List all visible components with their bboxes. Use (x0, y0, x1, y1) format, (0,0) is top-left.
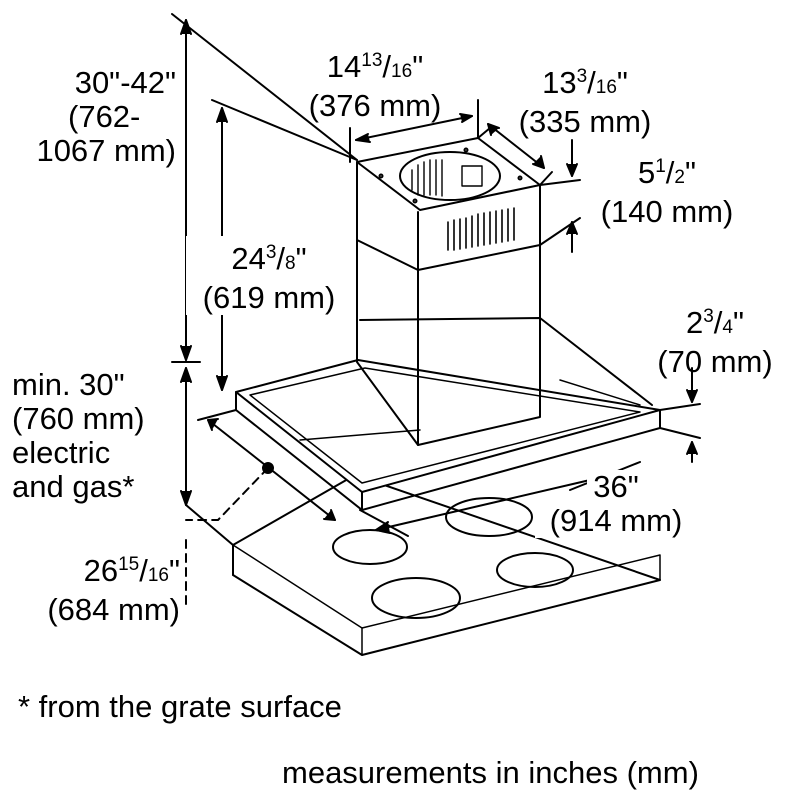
chimney-height-mm: (619 mm) (202, 280, 336, 315)
hood-width-inches: 36" (587, 470, 645, 504)
min-clearance-electric: electric (12, 435, 111, 470)
canopy-height-mm: (70 mm) (657, 344, 773, 379)
canopy-height-num: 3 (703, 306, 714, 327)
vent-height-den: 2 (674, 167, 685, 188)
min-clearance-gas: and gas* (12, 469, 135, 504)
min-clearance-dimension (180, 367, 274, 611)
grate-reference-point (262, 462, 274, 474)
vent-height-mm: (140 mm) (600, 194, 734, 229)
hood-canopy (235, 317, 661, 511)
chimney-height-label: 243/8" (619 mm) (186, 236, 352, 315)
vent-grille (447, 207, 515, 251)
duct-depth-whole: 13 (542, 65, 577, 100)
duct-width-dimension (349, 99, 479, 163)
cooktop (232, 474, 661, 656)
duct-width-num: 13 (361, 50, 383, 71)
grate-footnote: * from the grate surface (18, 689, 342, 724)
chimney-height-num: 3 (265, 242, 277, 263)
burner (445, 497, 533, 537)
canopy-height-den: 4 (722, 317, 733, 338)
chimney-height-whole: 24 (231, 241, 266, 276)
duct-width-den: 16 (391, 61, 413, 82)
duct-depth-label: 133/16" (335 mm) (500, 60, 670, 139)
duct-depth-mm: (335 mm) (518, 104, 652, 139)
ceiling-reference-line (171, 13, 358, 161)
vent-height-label: 51/2" (140 mm) (584, 150, 750, 229)
burner (496, 552, 574, 588)
duct-opening (399, 151, 501, 201)
units-note: measurements in inches (mm) (282, 755, 699, 790)
canopy-height-dimension (659, 367, 701, 463)
min-clearance-inches: min. 30" (12, 367, 125, 402)
hood-width-label: 36" (914 mm) (535, 470, 697, 538)
ceiling-range-mm-end: 1067 mm) (36, 133, 176, 168)
min-clearance-label: min. 30" (760 mm) electric and gas* (12, 368, 182, 504)
duct-depth-num: 3 (576, 66, 588, 87)
canopy-height-whole: 2 (685, 305, 704, 340)
burner (332, 529, 408, 565)
ceiling-range-mm-start: (762- (68, 99, 141, 134)
duct-width-mm: (376 mm) (308, 88, 442, 123)
duct-depth-dimension (477, 123, 553, 186)
vent-height-dimension (539, 139, 581, 253)
hood-depth-den: 16 (147, 565, 169, 586)
duct-depth-den: 16 (595, 77, 617, 98)
min-clearance-mm: (760 mm) (12, 401, 145, 436)
vent-height-num: 1 (655, 156, 666, 177)
hood-depth-num: 15 (118, 554, 140, 575)
burner (371, 577, 461, 619)
duct-width-label: 1413/16" (376 mm) (290, 44, 460, 123)
ceiling-range-label: 30"-42" (762- 1067 mm) (8, 66, 176, 168)
hood-width-mm: (914 mm) (535, 504, 697, 538)
vent-height-whole: 5 (637, 155, 656, 190)
hood-depth-mm: (684 mm) (47, 592, 180, 627)
hood-depth-label: 2615/16" (684 mm) (8, 548, 180, 627)
canopy-height-label: 23/4" (70 mm) (640, 300, 790, 379)
hood-depth-whole: 26 (83, 553, 119, 588)
chimney-height-den: 8 (285, 253, 296, 274)
duct-width-whole: 14 (326, 49, 362, 84)
ceiling-range-inches: 30"-42" (74, 65, 176, 100)
